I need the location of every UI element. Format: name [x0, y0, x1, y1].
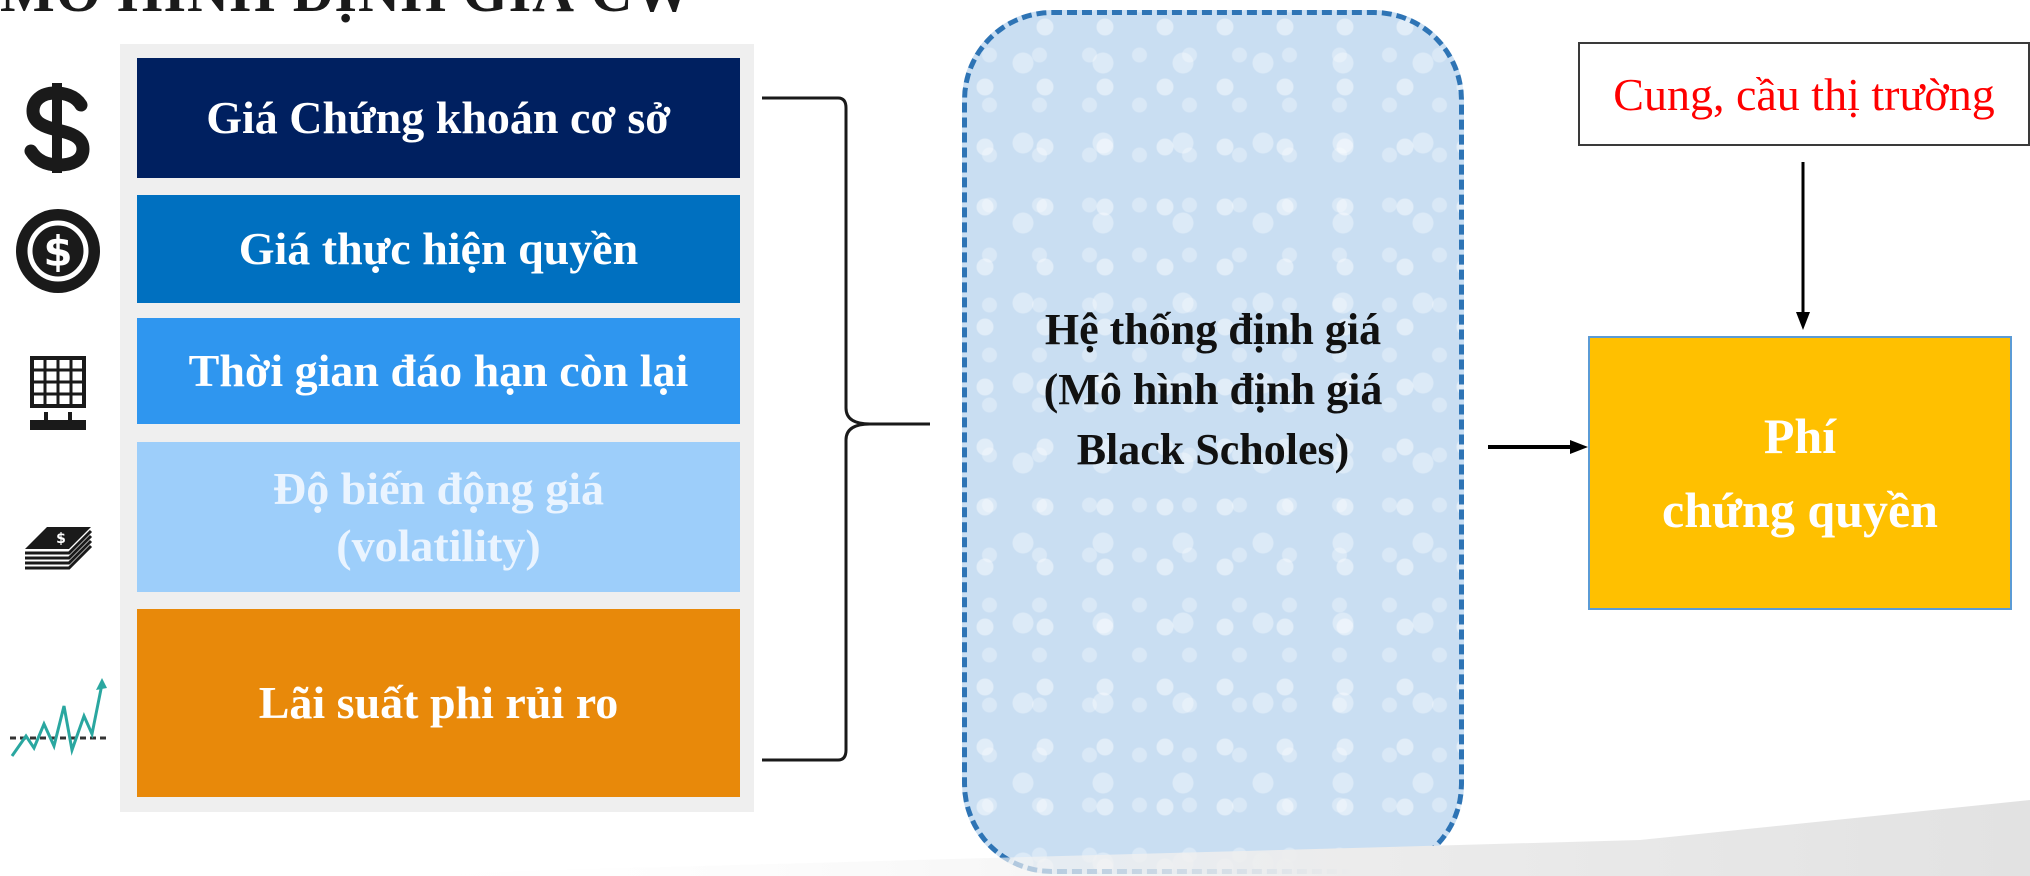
pricing-engine-box [962, 10, 1464, 874]
factor-label: Giá Chứng khoán cơ sở [206, 92, 671, 144]
market-label: Cung, cầu thị trường [1613, 68, 1995, 120]
pricing-engine-label: Hệ thống định giá (Mô hình định giá Blac… [982, 300, 1444, 480]
warrant-premium-box: Phí chứng quyền [1588, 336, 2012, 610]
factor-volatility: Độ biến động giá (volatility) [137, 442, 740, 592]
factor-risk-free-rate: Lãi suất phi rủi ro [137, 609, 740, 797]
factor-underlying-price: Giá Chứng khoán cơ sở [137, 58, 740, 178]
factor-label: Thời gian đáo hạn còn lại [188, 345, 689, 397]
premium-line-1: Phí [1763, 408, 1837, 464]
svg-text:$: $ [43, 227, 72, 276]
engine-line-1: Hệ thống định giá [1044, 305, 1382, 354]
engine-line-2: (Mô hình định giá [1043, 365, 1383, 414]
arrow-right-icon [1488, 440, 1588, 459]
dollar-coin-icon: $ [8, 206, 108, 296]
trend-line-icon [8, 676, 108, 766]
money-stack-icon: $ [8, 508, 108, 578]
dollar-sign-icon [8, 78, 108, 178]
factor-label: Lãi suất phi rủi ro [258, 677, 619, 729]
svg-text:$: $ [56, 531, 66, 547]
decorative-floor [340, 800, 2030, 876]
factor-time-to-maturity: Thời gian đáo hạn còn lại [137, 318, 740, 424]
engine-line-3: Black Scholes) [1076, 425, 1350, 474]
market-supply-demand-box: Cung, cầu thị trường [1578, 42, 2030, 146]
calendar-icon [8, 352, 108, 436]
input-bracket [760, 90, 940, 775]
premium-line-2: chứng quyền [1662, 482, 1938, 538]
slide-title: MÔ HÌNH ĐỊNH GIÁ CW [0, 0, 692, 25]
factor-label: Giá thực hiện quyền [238, 223, 639, 275]
arrow-down-icon [1796, 162, 1810, 337]
factor-label: Độ biến động giá [272, 462, 605, 514]
factor-strike-price: Giá thực hiện quyền [137, 195, 740, 303]
factor-label-sub: (volatility) [336, 520, 541, 571]
